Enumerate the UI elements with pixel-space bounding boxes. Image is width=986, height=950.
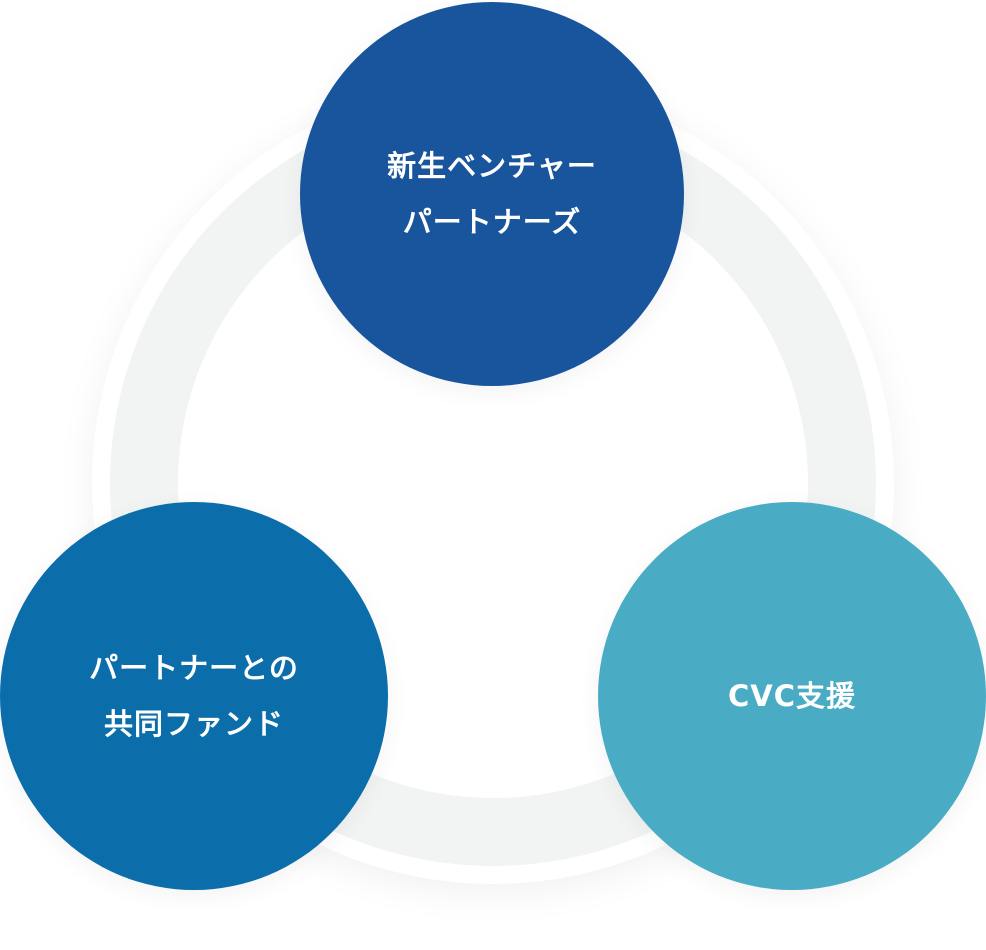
node-label-line: 新生ベンチャー (387, 149, 597, 183)
node-label-line: CVC支援 (727, 679, 856, 713)
node-partner-joint-fund: パートナーとの 共同ファンド (0, 502, 388, 890)
node-cvc-support: CVC支援 (598, 502, 986, 890)
node-label-line: 共同ファンド (103, 707, 284, 741)
node-new-venture-partners: 新生ベンチャー パートナーズ (300, 2, 684, 386)
node-label-line: パートナーズ (402, 205, 582, 239)
node-label-line: パートナーとの (89, 651, 299, 685)
